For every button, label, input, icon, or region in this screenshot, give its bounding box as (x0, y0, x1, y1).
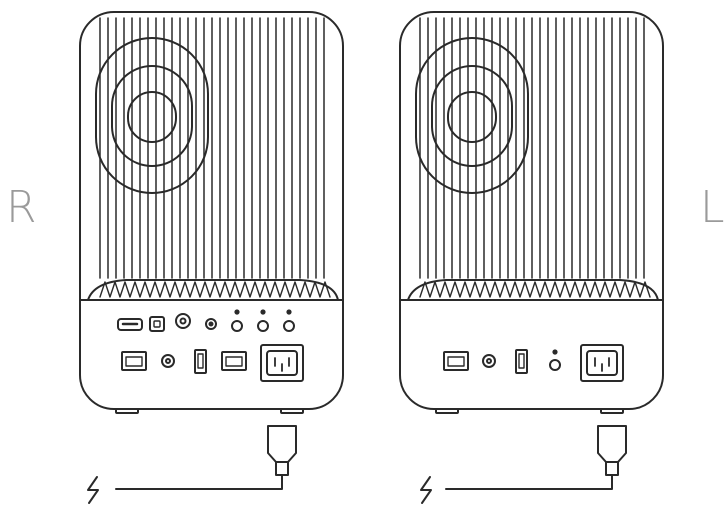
speaker-cabinet (79, 11, 344, 410)
sub-out-port-icon (161, 354, 175, 368)
woofer-dustcap (447, 91, 497, 143)
right-channel-label: R (6, 182, 37, 233)
cabinet-fins (419, 17, 645, 279)
vent-zigzag (419, 281, 651, 298)
woofer-dustcap (127, 91, 177, 143)
knob-dot-icon (260, 309, 266, 315)
grille-edge (407, 279, 659, 301)
optical-port-icon (149, 316, 165, 332)
vent-zigzag-line (99, 281, 331, 298)
sub-out-port-icon (482, 354, 496, 368)
vent-zigzag (99, 281, 331, 298)
ethernet-port-icon (221, 351, 247, 371)
usb-port-icon (194, 349, 207, 374)
grille-edge (87, 279, 339, 301)
knob-icon (549, 359, 561, 371)
foot (600, 408, 624, 414)
power-bolt-icon (420, 476, 432, 504)
vent-zigzag-line (419, 281, 651, 298)
aux-port-icon (205, 318, 217, 330)
ethernet-port-icon (443, 351, 469, 371)
usb-port-icon (515, 349, 528, 374)
hdmi-port-icon (117, 318, 143, 331)
coax-port-icon (175, 313, 191, 329)
woofer-cone (431, 65, 513, 167)
power-bolt-icon (87, 476, 99, 504)
speaker-cabinet (399, 11, 664, 410)
ethernet-port-icon (121, 351, 147, 371)
knob-icon (283, 320, 295, 332)
ac-power-socket-icon (260, 344, 304, 382)
foot (280, 408, 304, 414)
knob-dot-icon (286, 309, 292, 315)
foot (115, 408, 139, 414)
left-channel-label: L (700, 182, 725, 233)
knob-dot-icon (552, 349, 558, 355)
power-plug-icon (115, 425, 297, 490)
right-speaker (79, 11, 344, 504)
ac-power-socket-icon (580, 344, 624, 382)
knob-icon (257, 320, 269, 332)
left-speaker (399, 11, 664, 504)
woofer-surround (95, 37, 209, 194)
woofer-cone (111, 65, 193, 167)
knob-dot-icon (234, 309, 240, 315)
cabinet-fins (99, 17, 325, 279)
woofer-surround (415, 37, 529, 194)
power-plug-icon (445, 425, 627, 490)
foot (435, 408, 459, 414)
knob-icon (231, 320, 243, 332)
